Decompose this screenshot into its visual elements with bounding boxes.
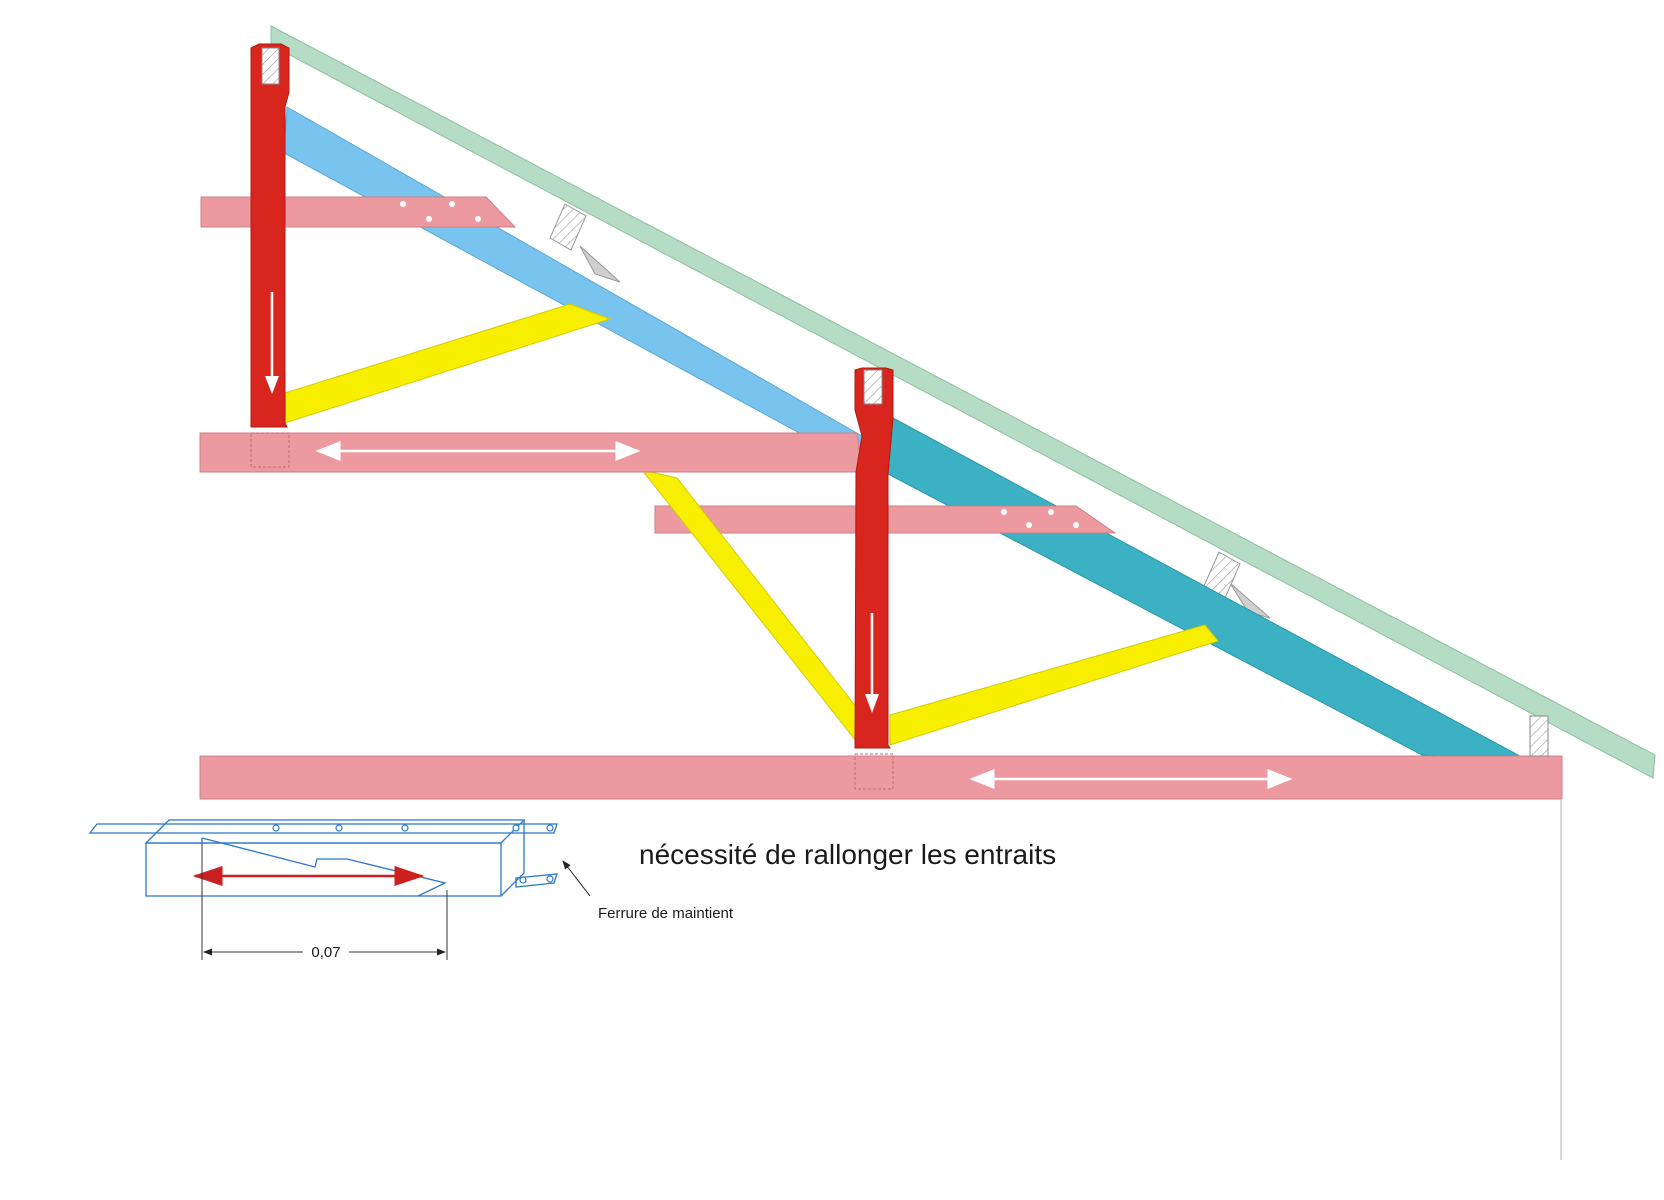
dimension-label: 0,07	[311, 944, 340, 961]
lower-brace	[889, 624, 1219, 746]
detail-strap-holes	[272, 824, 554, 884]
upper-brace	[284, 303, 612, 424]
extension-detail	[88, 819, 558, 897]
upper-strut	[283, 106, 863, 468]
lower-post	[854, 367, 894, 749]
upper-post-mortise	[250, 432, 290, 468]
bolt-holes-upper	[400, 201, 481, 222]
dimension-label-bg	[303, 942, 349, 962]
upper-post-tenon	[261, 47, 280, 85]
main-tie-beam	[199, 755, 1563, 800]
rafter	[270, 25, 1656, 779]
detail-label: Ferrure de maintient	[598, 905, 734, 922]
upper-moise-top	[200, 196, 517, 228]
upper-tie-beam	[199, 432, 863, 473]
bolt-holes-lower	[1001, 509, 1079, 528]
detail-leader	[562, 860, 591, 897]
purlin-support-upper	[549, 203, 621, 283]
upper-post	[250, 43, 290, 428]
lower-post-mortise	[854, 753, 894, 790]
lower-post-tenon	[863, 369, 883, 405]
upper-post-arrowhead	[265, 376, 279, 394]
lower-post-arrowhead	[865, 694, 879, 713]
wall-plate	[1529, 715, 1549, 757]
diagram-title: nécessité de rallonger les entraits	[639, 839, 1056, 870]
